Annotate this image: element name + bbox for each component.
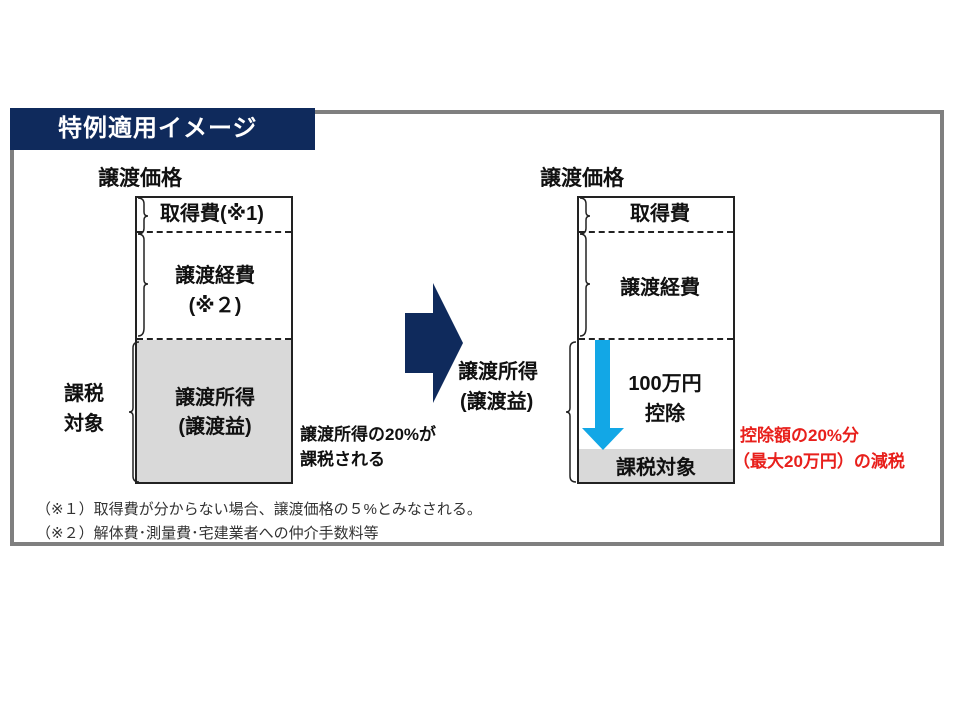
after-acquisition-cost: 取得費 <box>630 203 690 225</box>
before-tax-note-1: 譲渡所得の20%が <box>300 425 437 444</box>
before-taxable-fill <box>137 340 291 482</box>
before-tax-note-2: 課税される <box>300 450 385 469</box>
diagram-frame <box>10 110 944 546</box>
before-acquisition-cost: 取得費(※1) <box>160 203 264 225</box>
after-transfer-gain: (譲渡益) <box>460 391 534 413</box>
footnote-2: （※２）解体費･測量費･宅建業者への仲介手数料等 <box>36 525 379 542</box>
before-braces <box>128 197 149 483</box>
after-deduction-amount: 100万円 <box>628 373 702 395</box>
before-taxable-label-1: 課税 <box>64 383 104 405</box>
brace-icon <box>128 341 140 483</box>
brace-icon <box>137 197 149 235</box>
after-transfer-expense: 譲渡経費 <box>620 277 700 299</box>
divider <box>579 231 733 233</box>
diagram-title: 特例適用イメージ <box>10 108 315 150</box>
before-transfer-income: 譲渡所得 <box>175 387 255 409</box>
transition-arrow-icon <box>405 283 463 403</box>
deduction-down-arrow-icon <box>582 340 624 450</box>
after-taxable: 課税対象 <box>616 457 696 479</box>
before-transfer-expense-note: (※２) <box>188 295 242 317</box>
after-taxable-fill <box>579 449 733 482</box>
divider <box>137 338 291 340</box>
before-header: 譲渡価格 <box>98 167 182 190</box>
before-taxable-label-2: 対象 <box>64 413 104 435</box>
before-transfer-expense: 譲渡経費 <box>175 265 255 287</box>
after-deduction-label: 控除 <box>645 403 685 425</box>
brace-icon <box>579 197 591 235</box>
after-transfer-income: 譲渡所得 <box>458 361 538 383</box>
divider <box>137 231 291 233</box>
after-header: 譲渡価格 <box>540 167 624 190</box>
after-reduction-note-1: 控除額の20%分 <box>740 426 860 445</box>
after-braces <box>565 197 591 483</box>
brace-icon <box>579 233 591 337</box>
divider <box>579 338 733 340</box>
brace-icon <box>137 233 149 337</box>
before-transfer-gain: (譲渡益) <box>178 416 252 438</box>
footnote-1: （※１）取得費が分からない場合、譲渡価格の５%とみなされる。 <box>36 501 482 518</box>
brace-icon <box>565 341 577 483</box>
after-reduction-note-2: （最大20万円）の減税 <box>733 452 905 471</box>
